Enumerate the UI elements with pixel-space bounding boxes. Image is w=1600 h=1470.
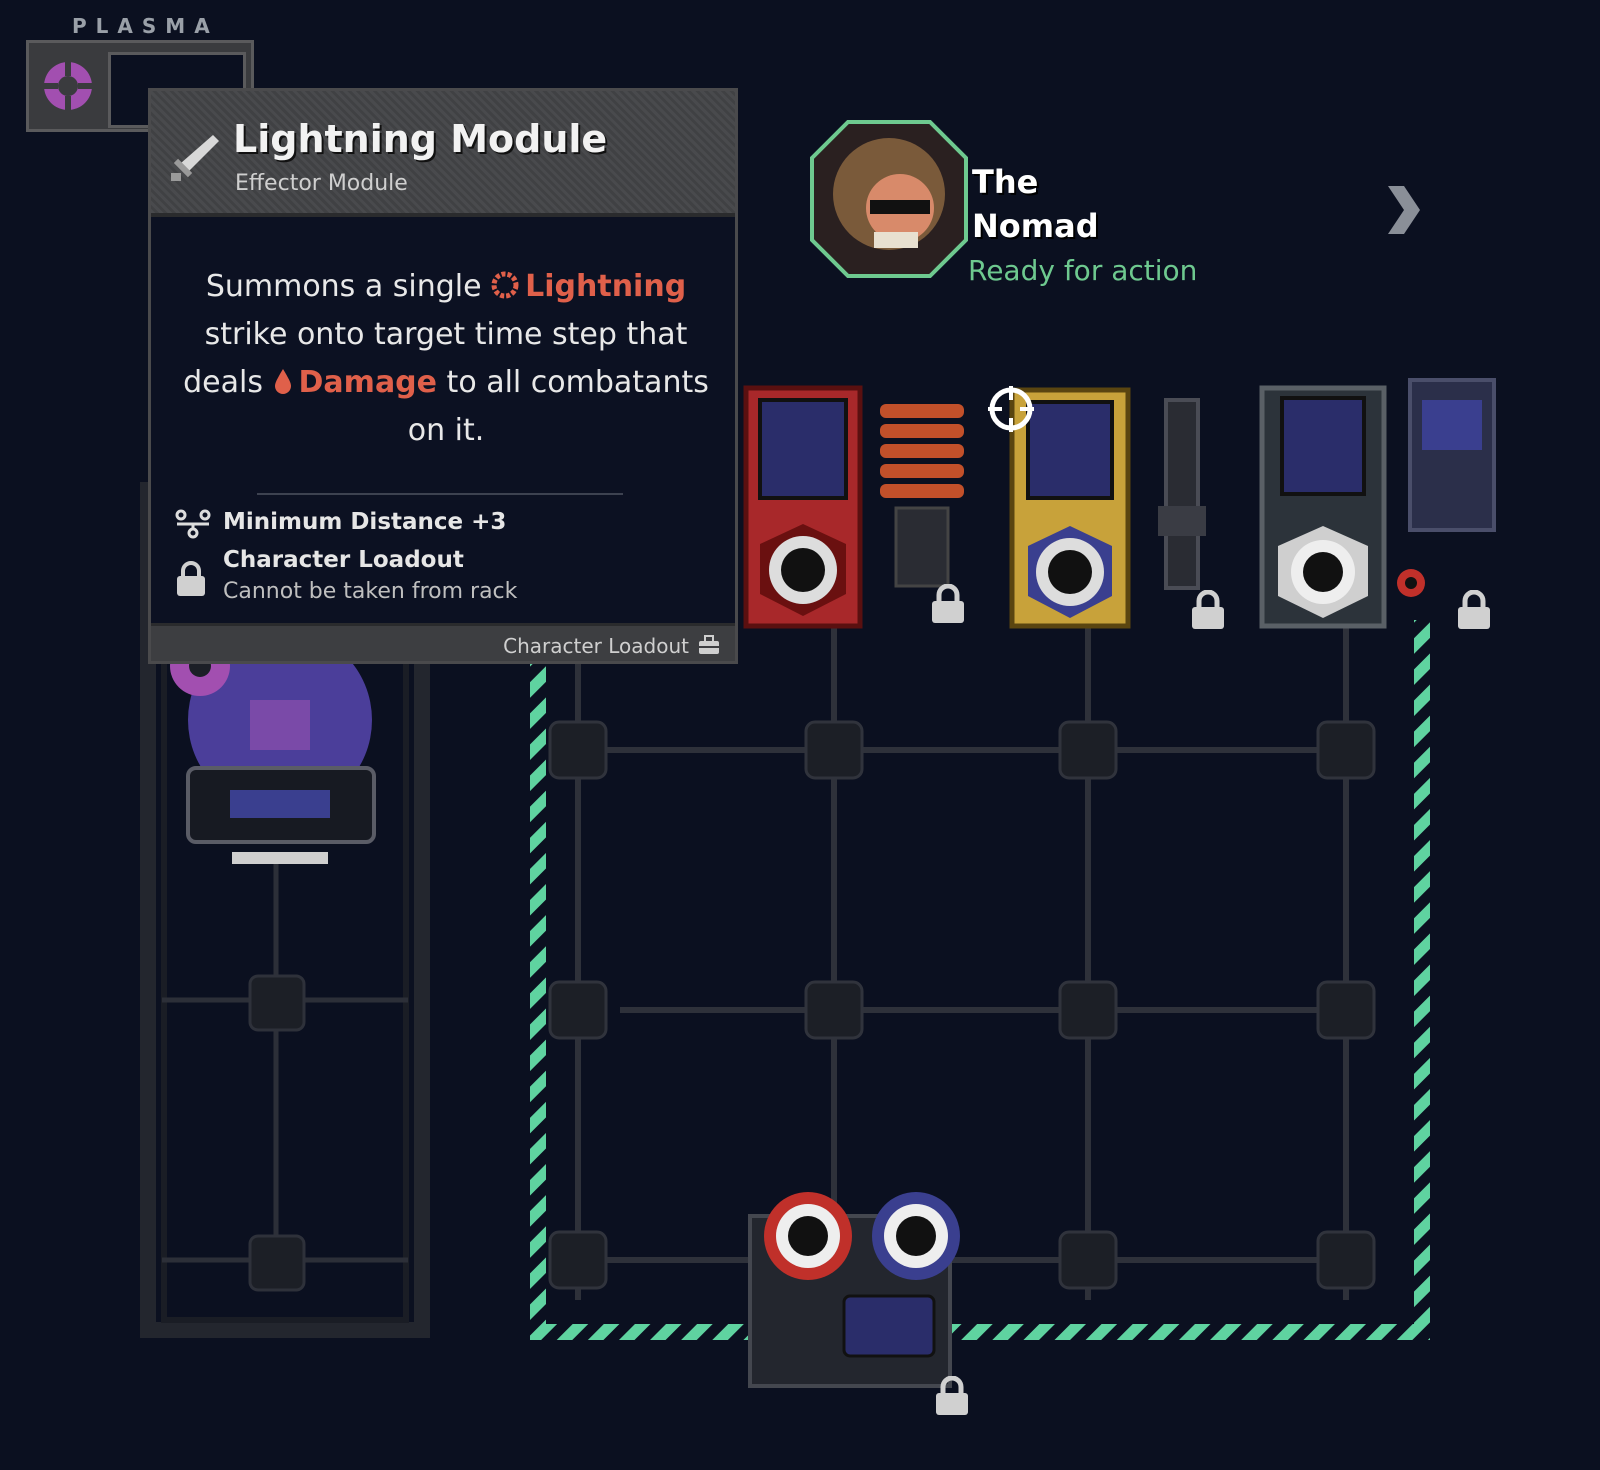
plasma-label: PLASMA [72, 14, 219, 38]
stat-minimum-distance: Minimum Distance +3 [223, 509, 507, 535]
blood-drop-icon [274, 368, 291, 394]
gear-icon [1397, 569, 1425, 597]
character-name-line2: Nomad [972, 207, 1099, 245]
lock-icon [1192, 590, 1224, 629]
desc-text: strike onto target time step that deals [183, 317, 688, 400]
red-effector-module[interactable] [742, 384, 864, 630]
lock-icon [936, 1376, 968, 1415]
module-tooltip: Lightning Module Effector Module Summons… [148, 88, 738, 664]
keyword-damage[interactable]: Damage [298, 365, 438, 400]
gray-effector-module[interactable] [1258, 384, 1388, 630]
character-name-line1: The [972, 163, 1039, 201]
distance-icon [175, 509, 211, 539]
dual-port-module[interactable] [740, 1186, 968, 1396]
pipe-module[interactable] [1152, 396, 1212, 592]
loadout-board [530, 620, 1430, 1340]
tooltip-footer-label: Character Loadout [503, 634, 689, 658]
keyword-lightning[interactable]: Lightning [525, 269, 687, 304]
tooltip-subtitle: Effector Module [235, 171, 408, 196]
lock-icon [932, 584, 964, 623]
crosshair-cursor-icon [988, 386, 1034, 432]
sword-icon [171, 135, 219, 181]
desc-text: to all combatants on it. [407, 365, 709, 448]
character-status: Ready for action [968, 254, 1198, 287]
loadout-title: Character Loadout [223, 547, 464, 573]
coil-module[interactable] [876, 400, 968, 590]
lightning-ring-icon [491, 271, 519, 298]
tooltip-header [151, 91, 735, 217]
character-portrait[interactable] [808, 118, 970, 280]
tooltip-title: Lightning Module [233, 117, 608, 161]
tooltip-divider [257, 493, 623, 495]
tooltip-description: Summons a single Lightning strike onto t… [181, 263, 711, 455]
toolbox-icon [699, 635, 719, 654]
loadout-subtitle: Cannot be taken from rack [223, 579, 518, 604]
chevron-right-icon[interactable] [1382, 182, 1422, 238]
plasma-crosshair-icon [42, 60, 94, 112]
tooltip-footer: Character Loadout [151, 623, 735, 661]
gold-effector-module[interactable] [1008, 386, 1132, 630]
lock-icon [1458, 590, 1490, 629]
lock-icon [177, 561, 205, 596]
desc-text: Summons a single [205, 269, 492, 304]
character-name: The Nomad [972, 160, 1172, 248]
scrap-module[interactable] [1400, 360, 1504, 540]
